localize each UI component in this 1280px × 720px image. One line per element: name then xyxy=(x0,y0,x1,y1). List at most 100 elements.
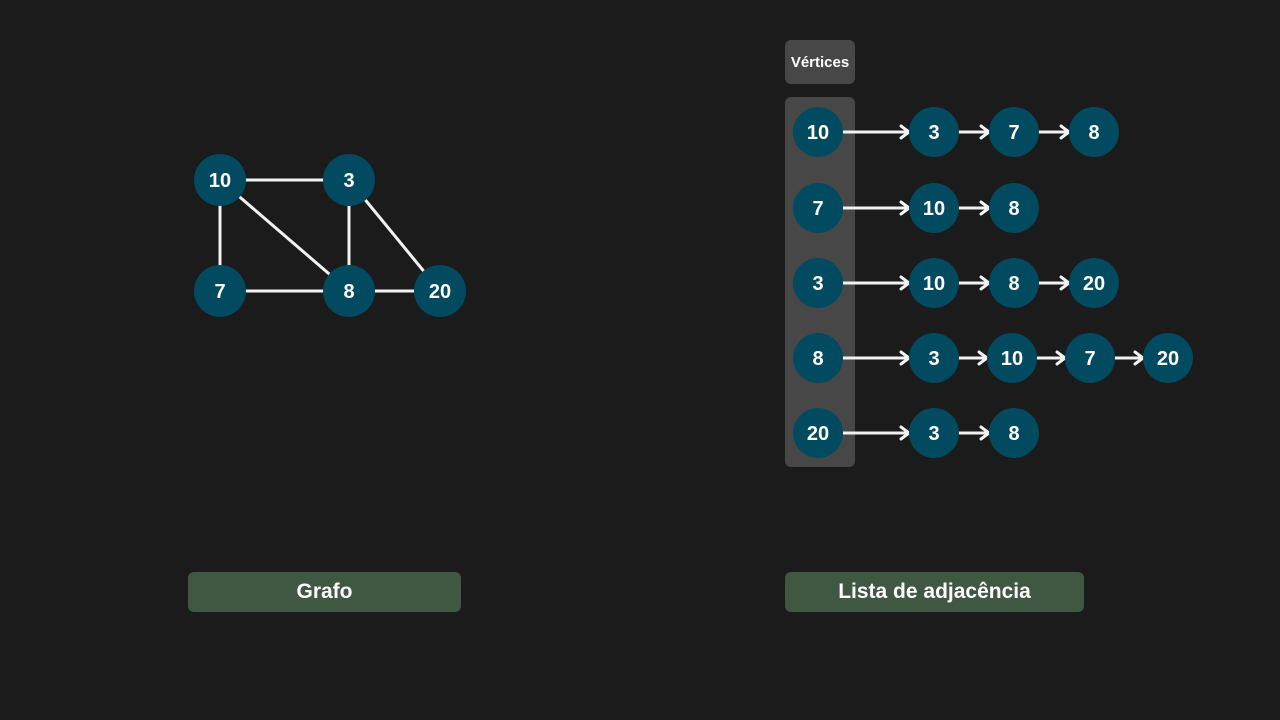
vertex-node-label: 7 xyxy=(812,198,823,220)
neighbor-node: 10 xyxy=(909,183,959,233)
graph-node-circle xyxy=(323,265,375,317)
adjacency-row-8: 8 3 10 7 20 xyxy=(793,333,1193,383)
neighbor-node: 8 xyxy=(989,183,1039,233)
neighbor-node-label: 7 xyxy=(1084,348,1095,370)
graph-node-8: 8 xyxy=(323,265,375,317)
neighbor-node: 8 xyxy=(1069,107,1119,157)
neighbor-node: 8 xyxy=(989,258,1039,308)
neighbor-node-circle xyxy=(909,258,959,308)
adjacency-arrow xyxy=(957,124,991,140)
neighbor-node-label: 8 xyxy=(1008,273,1019,295)
adjacency-arrow xyxy=(1037,275,1071,291)
adjacency-arrow xyxy=(957,275,991,291)
neighbor-node-circle xyxy=(989,408,1039,458)
neighbor-node-circle xyxy=(989,258,1039,308)
adjacency-list-caption: Lista de adjacência xyxy=(785,572,1084,612)
neighbor-node-circle xyxy=(989,107,1039,157)
vertex-node-circle xyxy=(793,107,843,157)
neighbor-node: 7 xyxy=(989,107,1039,157)
adjacency-arrow xyxy=(1037,124,1071,140)
graph-caption: Grafo xyxy=(188,572,461,612)
vertex-node: 10 xyxy=(793,107,843,157)
graph-node-10: 10 xyxy=(194,154,246,206)
vertex-node: 7 xyxy=(793,183,843,233)
graph-node-label: 10 xyxy=(209,170,231,192)
graph-node-circle xyxy=(194,154,246,206)
neighbor-node: 3 xyxy=(909,107,959,157)
vertex-node: 3 xyxy=(793,258,843,308)
neighbor-node-label: 10 xyxy=(923,273,945,295)
edge-10-8 xyxy=(218,178,351,293)
neighbor-node: 10 xyxy=(987,333,1037,383)
vertex-node-circle xyxy=(793,333,843,383)
neighbor-node: 3 xyxy=(909,333,959,383)
vertex-node-circle xyxy=(793,408,843,458)
graph-node-label: 20 xyxy=(429,281,451,303)
neighbor-node-label: 20 xyxy=(1083,273,1105,295)
neighbor-node-circle xyxy=(909,333,959,383)
graph-node-circle xyxy=(414,265,466,317)
neighbor-node-circle xyxy=(1065,333,1115,383)
vertex-node-label: 20 xyxy=(807,423,829,445)
graph-node-label: 3 xyxy=(343,170,354,192)
neighbor-node-label: 8 xyxy=(1008,423,1019,445)
adjacency-list-caption-label: Lista de adjacência xyxy=(838,580,1031,603)
adjacency-arrow xyxy=(841,350,911,366)
neighbor-node-label: 8 xyxy=(1008,198,1019,220)
adjacency-row-10: 10 3 7 8 xyxy=(793,107,1119,157)
graph-node-3: 3 xyxy=(323,154,375,206)
neighbor-node-label: 10 xyxy=(923,198,945,220)
neighbor-node-label: 3 xyxy=(928,423,939,445)
vertices-header-label: Vértices xyxy=(790,53,850,71)
neighbor-node-label: 8 xyxy=(1088,122,1099,144)
vertices-header: Vértices xyxy=(785,40,855,84)
neighbor-node: 10 xyxy=(909,258,959,308)
adjacency-arrow xyxy=(841,124,911,140)
neighbor-node: 3 xyxy=(909,408,959,458)
graph-node-circle xyxy=(323,154,375,206)
neighbor-node: 20 xyxy=(1143,333,1193,383)
neighbor-node-circle xyxy=(989,183,1039,233)
neighbor-node-label: 3 xyxy=(928,122,939,144)
graph-node-circle xyxy=(194,265,246,317)
graph-node-label: 7 xyxy=(214,281,225,303)
neighbor-node-circle xyxy=(987,333,1037,383)
adjacency-arrow xyxy=(841,200,911,216)
neighbor-node-label: 20 xyxy=(1157,348,1179,370)
vertex-node-label: 8 xyxy=(812,348,823,370)
neighbor-node-label: 3 xyxy=(928,348,939,370)
neighbor-node: 20 xyxy=(1069,258,1119,308)
adjacency-arrow xyxy=(841,275,911,291)
neighbor-node-label: 7 xyxy=(1008,122,1019,144)
adjacency-arrow xyxy=(957,350,989,366)
adjacency-row-7: 7 10 8 xyxy=(793,183,1039,233)
neighbor-node: 8 xyxy=(989,408,1039,458)
neighbor-node-circle xyxy=(1069,258,1119,308)
graph-node-7: 7 xyxy=(194,265,246,317)
graph-node-label: 8 xyxy=(343,281,354,303)
adjacency-arrow xyxy=(1113,350,1145,366)
adjacency-arrow xyxy=(957,200,991,216)
vertex-node-label: 3 xyxy=(812,273,823,295)
neighbor-node-circle xyxy=(909,107,959,157)
graph-caption-label: Grafo xyxy=(296,580,353,603)
adjacency-row-3: 3 10 8 20 xyxy=(793,258,1119,308)
vertex-node: 8 xyxy=(793,333,843,383)
neighbor-node: 7 xyxy=(1065,333,1115,383)
neighbor-node-circle xyxy=(1069,107,1119,157)
neighbor-node-circle xyxy=(1143,333,1193,383)
graph-node-20: 20 xyxy=(414,265,466,317)
vertex-node: 20 xyxy=(793,408,843,458)
adjacency-arrow xyxy=(1035,350,1067,366)
vertex-node-circle xyxy=(793,258,843,308)
adjacency-arrow xyxy=(957,425,991,441)
vertex-node-label: 10 xyxy=(807,122,829,144)
neighbor-node-label: 10 xyxy=(1001,348,1023,370)
neighbor-node-circle xyxy=(909,183,959,233)
adjacency-arrow xyxy=(841,425,911,441)
neighbor-node-circle xyxy=(909,408,959,458)
